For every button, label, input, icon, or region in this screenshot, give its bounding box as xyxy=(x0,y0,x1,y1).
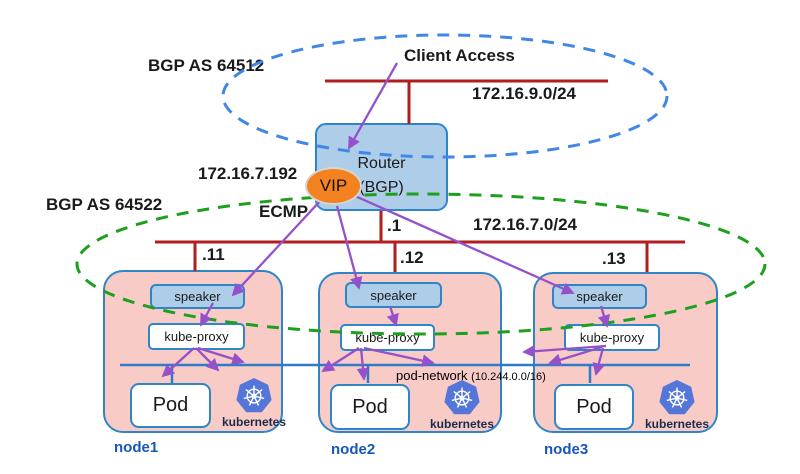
node2-name-label: node2 xyxy=(331,441,376,458)
network-172-16-7-label: 172.16.7.0/24 xyxy=(473,215,577,234)
router-interface-ip-label: .1 xyxy=(387,216,402,235)
node3-ip-label: .13 xyxy=(602,249,626,268)
network-172-16-9-label: 172.16.9.0/24 xyxy=(472,84,576,103)
vip-address-label: 172.16.7.192 xyxy=(198,164,298,183)
node2-pod-box: Pod xyxy=(330,384,410,430)
node1-pod-box: Pod xyxy=(130,383,211,428)
bgp-as-64512-label: BGP AS 64512 xyxy=(148,56,265,75)
pod-network-cidr: (10.244.0.0/16) xyxy=(471,371,546,383)
kubernetes-logo-icon xyxy=(658,380,696,416)
node1-name-label: node1 xyxy=(114,439,159,456)
router-name: Router xyxy=(357,155,406,172)
node1-ip-label: .11 xyxy=(202,245,225,264)
ecmp-label: ECMP xyxy=(259,202,309,221)
node3-pod-box: Pod xyxy=(554,384,634,430)
node3-name-label: node3 xyxy=(544,441,589,458)
kubernetes-logo-icon xyxy=(443,380,481,416)
router-protocol: (BGP) xyxy=(359,179,404,196)
node1-kube-proxy-box: kube-proxy xyxy=(148,323,245,350)
vip-badge: VIP xyxy=(305,167,362,205)
node3-speaker-box: speaker xyxy=(552,284,647,309)
kubernetes-wordmark: kubernetes xyxy=(221,415,287,429)
kubernetes-wordmark: kubernetes xyxy=(644,417,710,431)
node2-kube-proxy-box: kube-proxy xyxy=(340,324,435,351)
kubernetes-logo-icon xyxy=(235,378,273,414)
pod-network-name: pod-network xyxy=(396,368,468,383)
node1-speaker-box: speaker xyxy=(150,284,245,309)
bgp-as-64522-label: BGP AS 64522 xyxy=(46,195,163,214)
pod-network-label: pod-network (10.244.0.0/16) xyxy=(396,368,546,383)
node2-ip-label: .12 xyxy=(400,248,424,267)
kubernetes-wordmark: kubernetes xyxy=(429,417,495,431)
client-access-label: Client Access xyxy=(404,46,515,65)
node3-kube-proxy-box: kube-proxy xyxy=(564,324,660,351)
node2-box: speaker kube-proxy Pod kubernetes xyxy=(318,272,502,433)
node1-box: speaker kube-proxy Pod kubernetes xyxy=(103,270,286,433)
node3-box: speaker kube-proxy Pod kubernetes xyxy=(533,272,718,433)
node2-speaker-box: speaker xyxy=(345,282,442,308)
